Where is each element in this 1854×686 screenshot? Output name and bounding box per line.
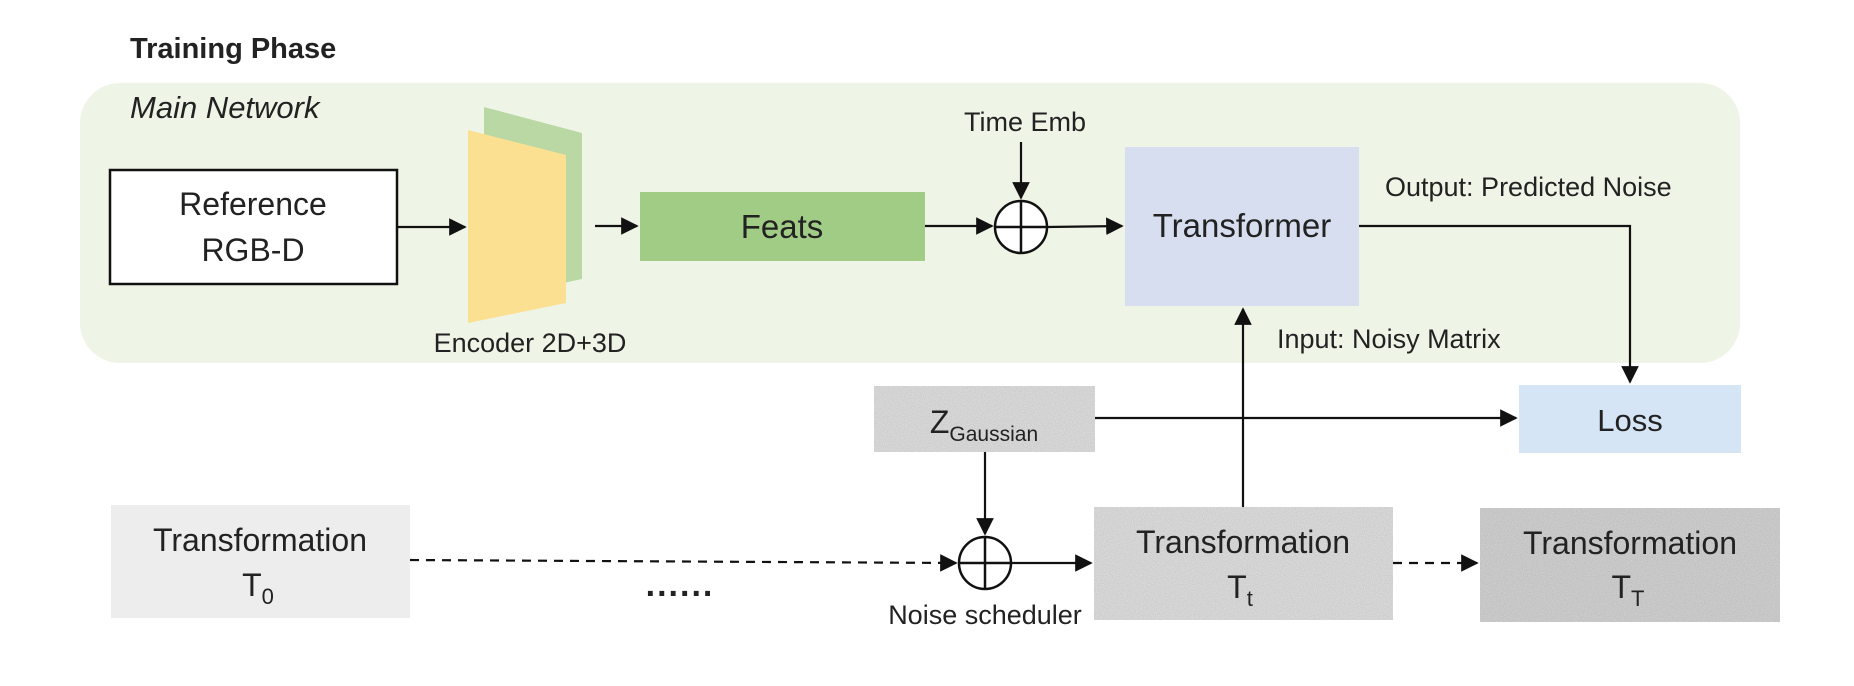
tT-line1: Transformation (1523, 525, 1737, 561)
diagram-title: Training Phase (130, 33, 336, 65)
arrow-transformer-to-loss (1359, 224, 1639, 384)
transformer-box (1125, 147, 1359, 306)
tT-base: T (1612, 569, 1632, 605)
main-network-label: Main Network (130, 90, 321, 125)
t0-line1: Transformation (153, 522, 367, 558)
time-emb-adder (993, 199, 1049, 255)
time-emb-label: Time Emb (964, 107, 1086, 137)
reference-rgbd-box: Reference RGB-D (108, 168, 399, 286)
transformation-t0-box: Transformation T0 (111, 505, 410, 618)
feats-box (640, 192, 925, 261)
z-subscript: Gaussian (949, 423, 1038, 446)
t0-base: T (242, 567, 262, 603)
noise-scheduler-adder (957, 535, 1013, 591)
arrow-adder-to-transformer (1046, 217, 1124, 236)
t0-subscript: 0 (262, 584, 274, 609)
svg-text:T0: T0 (242, 567, 274, 609)
reference-line1: Reference (179, 186, 327, 222)
input-annotation: Input: Noisy Matrix (1277, 324, 1501, 354)
encoder-block (468, 107, 582, 323)
transformer-label: Transformer (1153, 207, 1331, 244)
encoder-front-plate (468, 130, 566, 323)
tt-subscript: t (1247, 586, 1253, 611)
feats-label: Feats (741, 208, 824, 245)
output-annotation: Output: Predicted Noise (1385, 172, 1672, 202)
arrows (397, 142, 1639, 572)
transformation-tT-box: Transformation TT (1480, 508, 1780, 622)
noise-scheduler-label: Noise scheduler (888, 600, 1082, 630)
svg-text:TT: TT (1612, 569, 1645, 611)
tt-base: T (1227, 569, 1247, 605)
z-base: Z (930, 404, 950, 440)
ellipsis: ...... (646, 566, 715, 604)
tt-line1: Transformation (1136, 524, 1350, 560)
transformation-tt-box: Transformation Tt (1094, 507, 1393, 620)
loss-box (1519, 385, 1741, 453)
reference-line2: RGB-D (201, 232, 304, 268)
arrow-t0-to-adder (409, 554, 958, 572)
loss-label: Loss (1597, 403, 1662, 438)
svg-text:Tt: Tt (1227, 569, 1253, 611)
encoder-label: Encoder 2D+3D (434, 328, 627, 358)
tT-subscript: T (1631, 586, 1644, 611)
svg-text:ZGaussian: ZGaussian (930, 404, 1038, 446)
z-gaussian-box: ZGaussian (874, 386, 1095, 452)
